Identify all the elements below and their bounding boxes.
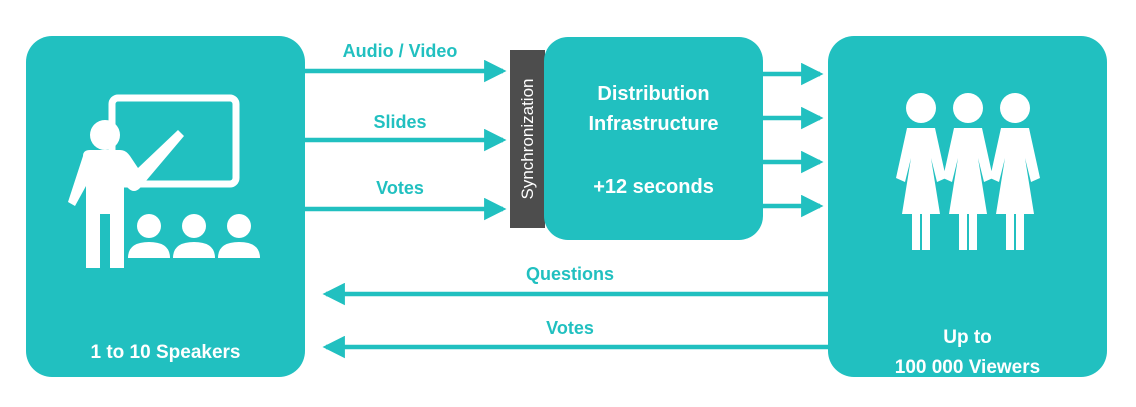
arrow-label-audio-video: Audio / Video <box>342 41 458 61</box>
distribution-infrastructure-box: Distribution Infrastructure +12 seconds <box>544 37 763 240</box>
viewers-label-line2: 100 000 Viewers <box>894 357 1041 378</box>
arrow-label-slides: Slides <box>373 112 427 132</box>
arrow-label-questions: Questions <box>525 264 614 284</box>
synchronization-bar: Synchronization <box>510 50 545 228</box>
viewers-label: Up to 100 000 Viewers <box>828 323 1107 383</box>
synchronization-label: Synchronization <box>517 78 537 200</box>
viewers-box: Up to 100 000 Viewers <box>828 36 1107 378</box>
speakers-label: 1 to 10 Speakers <box>90 342 241 363</box>
viewers-label-line1: Up to <box>943 327 992 348</box>
speakers-box: 1 to 10 Speakers <box>26 36 305 377</box>
infra-delay: +12 seconds <box>593 176 714 198</box>
infra-title-line2: Infrastructure <box>588 113 719 135</box>
infra-title-line1: Distribution <box>597 83 710 105</box>
viewers-icon <box>896 93 1040 250</box>
arrow-label-votes-in: Votes <box>376 178 424 198</box>
presenter-icon <box>68 94 260 268</box>
arrow-label-votes-back: Votes <box>546 318 594 338</box>
infra-title: Distribution Infrastructure <box>544 79 763 139</box>
